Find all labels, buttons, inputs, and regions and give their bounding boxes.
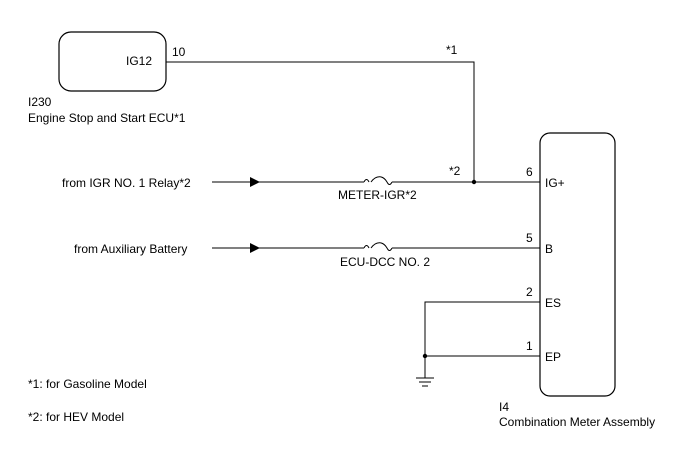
wire-note-gasoline: *1 (446, 43, 458, 57)
meter-box (539, 132, 616, 397)
junction-dot-ground (422, 353, 428, 359)
arrow-igr (250, 177, 260, 187)
arrow-battery (250, 243, 260, 253)
wire-ig12 (166, 61, 475, 182)
ground-icon (416, 377, 434, 387)
meter-pin-number: 1 (526, 339, 533, 353)
meter-pin-number: 6 (526, 165, 533, 179)
meter-pin-label: IG+ (545, 176, 565, 190)
fuse-meter-igr-label: METER-IGR*2 (338, 188, 417, 202)
meter-pin-label: B (545, 242, 553, 256)
wire-note-hev: *2 (449, 164, 461, 178)
junction-dot-ig (471, 179, 477, 185)
footnote-hev: *2: for HEV Model (28, 410, 124, 424)
fuse-meter-igr-symbol (363, 176, 393, 185)
fuse-ecu-dcc-label: ECU-DCC NO. 2 (340, 255, 430, 269)
footnote-gasoline: *1: for Gasoline Model (28, 377, 147, 391)
meter-code: I4 (499, 400, 509, 414)
fuse-ecu-dcc-symbol (363, 242, 393, 251)
source-aux-battery: from Auxiliary Battery (74, 242, 187, 256)
engine-ecu-pin-number: 10 (172, 45, 186, 59)
meter-name: Combination Meter Assembly (499, 415, 655, 429)
engine-ecu-name: Engine Stop and Start ECU*1 (28, 111, 186, 125)
source-igr-relay: from IGR NO. 1 Relay*2 (62, 176, 191, 190)
engine-ecu-pin-label: IG12 (126, 54, 152, 68)
meter-pin-label: ES (545, 296, 561, 310)
meter-pin-number: 2 (526, 285, 533, 299)
meter-pin-number: 5 (526, 231, 533, 245)
wire-es-ground (424, 301, 540, 378)
engine-ecu-code: I230 (28, 95, 52, 109)
meter-pin-label: EP (545, 350, 561, 364)
